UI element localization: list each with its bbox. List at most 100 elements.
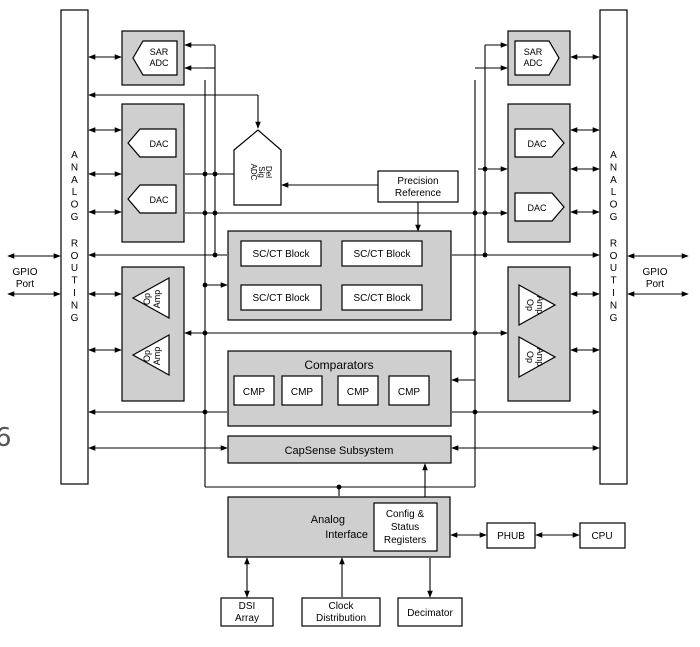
cmp-3 xyxy=(337,375,379,406)
routing-letter: U xyxy=(71,263,78,274)
sar-adc-left-label-1: SAR xyxy=(150,47,169,57)
dsi-label-1: DSI xyxy=(239,601,256,612)
phub-label: PHUB xyxy=(497,531,525,542)
junction-dot xyxy=(212,210,218,216)
routing-letter: A xyxy=(71,150,78,161)
cmp-3-label: CMP xyxy=(347,387,370,398)
sar-adc-left-symbol xyxy=(132,40,178,76)
capsense-block xyxy=(227,435,452,464)
config-label-3: Registers xyxy=(384,535,426,546)
routing-letter: I xyxy=(73,288,76,299)
cpu-label: CPU xyxy=(591,531,612,542)
gpio-left-label-1: GPIO xyxy=(12,267,37,278)
precision-reference-block xyxy=(377,170,459,203)
routing-letter: G xyxy=(71,212,79,223)
routing-letter: R xyxy=(71,238,78,249)
opamp-right-1-symbol xyxy=(518,283,557,327)
cpu-block xyxy=(579,522,626,549)
decimator-label: Decimator xyxy=(407,608,453,619)
routing-letter: G xyxy=(610,212,618,223)
gpio-right-label-2: Port xyxy=(646,279,665,290)
junction-dot xyxy=(472,330,478,336)
junction-dot xyxy=(202,409,208,415)
delsig-label-1: Del xyxy=(264,166,273,178)
junction-dot xyxy=(482,252,488,258)
sar-adc-right-symbol xyxy=(514,40,560,76)
cmp-2-label: CMP xyxy=(291,387,314,398)
junction-dot xyxy=(482,210,488,216)
analog-interface-label-2: Interface xyxy=(325,529,368,541)
config-label-2: Status xyxy=(391,522,419,533)
routing-letter: L xyxy=(72,187,78,198)
edge-glyph: 6 xyxy=(0,423,12,453)
scct-block-2-label: SC/CT Block xyxy=(353,249,411,260)
sar-adc-left-label-2: ADC xyxy=(149,58,169,68)
opamp-left-2-symbol xyxy=(131,333,170,377)
dac-right-1-symbol xyxy=(514,128,565,158)
scct-block-1 xyxy=(240,240,322,267)
scct-block-1-label: SC/CT Block xyxy=(252,249,310,260)
dac-left-2-label: DAC xyxy=(149,195,169,205)
analog-routing-left xyxy=(60,9,89,485)
routing-letter: T xyxy=(71,276,77,287)
opamp-left-2-label-2: Amp xyxy=(152,347,162,366)
dac-right-1-label: DAC xyxy=(527,139,547,149)
junction-dot xyxy=(472,409,478,415)
opamp-left-1-label-1: Op xyxy=(142,293,152,305)
dac-left-2-symbol xyxy=(127,184,177,214)
junction-dot xyxy=(202,210,208,216)
junction-dot xyxy=(212,252,218,258)
clock-label-1: Clock xyxy=(328,601,354,612)
junction-dot xyxy=(202,282,208,288)
cmp-4 xyxy=(388,375,430,406)
routing-letter: I xyxy=(612,288,615,299)
cmp-2 xyxy=(281,375,323,406)
opamp-right-2-symbol xyxy=(518,335,557,379)
routing-letter: G xyxy=(71,313,79,324)
dac-left-1-symbol xyxy=(127,128,177,158)
delsig-label-2: Sig xyxy=(257,166,266,178)
routing-letter: A xyxy=(610,150,617,161)
analog-routing-right xyxy=(599,9,628,485)
opamp-left-1-symbol xyxy=(131,276,170,320)
routing-letter: A xyxy=(610,175,617,186)
phub-block xyxy=(486,522,536,549)
dsi-array-block xyxy=(220,597,274,627)
dac-right-2-symbol xyxy=(514,192,565,222)
routing-letter: O xyxy=(610,200,618,211)
scct-block-4 xyxy=(341,284,423,311)
routing-letter: O xyxy=(71,200,79,211)
cmp-1-label: CMP xyxy=(243,387,266,398)
opamp-right-2-label-2: Amp xyxy=(535,348,545,367)
dac-left-1-label: DAC xyxy=(149,139,169,149)
dac-right-2-label: DAC xyxy=(527,203,547,213)
capsense-label: CapSense Subsystem xyxy=(285,445,394,457)
routing-letter: A xyxy=(71,175,78,186)
dsi-label-2: Array xyxy=(235,613,259,624)
routing-letter: U xyxy=(610,263,617,274)
opamp-right-group xyxy=(507,266,571,402)
routing-letter: R xyxy=(610,238,617,249)
junction-dot xyxy=(482,166,488,172)
delsig-label-3: ADC xyxy=(249,164,258,181)
gpio-right-label-1: GPIO xyxy=(642,267,667,278)
opamp-right-1-label-2: Amp xyxy=(535,296,545,315)
scct-block-3-label: SC/CT Block xyxy=(252,293,310,304)
clock-label-2: Distribution xyxy=(316,613,366,624)
junction-dot xyxy=(472,210,478,216)
opamp-right-2-label-1: Op xyxy=(525,351,535,363)
config-status-registers xyxy=(373,502,438,552)
routing-letter: O xyxy=(610,251,618,262)
junction-dot xyxy=(336,484,342,490)
precision-reference-label-2: Reference xyxy=(395,188,442,199)
comparators-title: Comparators xyxy=(304,358,373,372)
junction-dot xyxy=(202,330,208,336)
precision-reference-label-1: Precision xyxy=(397,176,438,187)
scct-block-4-label: SC/CT Block xyxy=(353,293,411,304)
opamp-left-2-label-1: Op xyxy=(142,350,152,362)
decimator-block xyxy=(397,597,463,627)
